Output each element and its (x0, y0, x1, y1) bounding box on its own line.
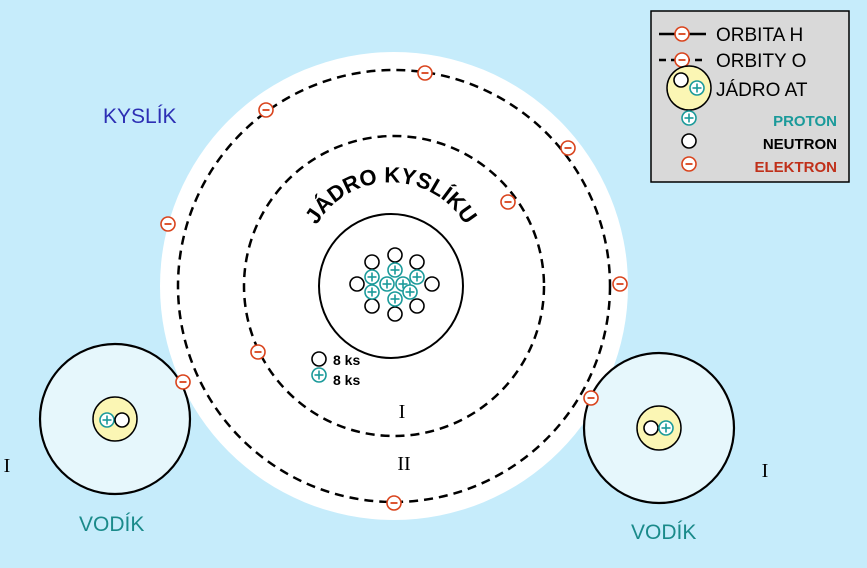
hydrogen-atom-left (38, 342, 192, 496)
oxygen-outer-orbit (176, 68, 612, 504)
legend-orbit-h: ORBITA H (716, 25, 803, 46)
nucleus-neutron (349, 276, 365, 292)
nucleus-proton (387, 291, 403, 307)
proton-count: 8 ks (333, 372, 360, 388)
legend-orbit-h-electron-icon (674, 26, 690, 42)
nucleus-proton (402, 284, 418, 300)
legend-orbit-o: ORBITY O (716, 51, 806, 72)
electron-icon (160, 216, 176, 232)
hydrogen-neutron-right (643, 420, 659, 436)
nucleus-proton (379, 276, 395, 292)
hydrogen-right-label: VODÍK (631, 521, 696, 544)
legend: ORBITA H ORBITY O JÁDRO AT PROTON NEUTRO… (650, 10, 850, 183)
electron-icon (258, 102, 274, 118)
legend-nucleus-neutron-icon (673, 72, 689, 88)
shell-label-inner: I (399, 401, 406, 423)
shell-label-outer: II (397, 453, 410, 475)
electron-icon (500, 194, 516, 210)
nucleus-neutron (409, 298, 425, 314)
nucleus-neutron (409, 254, 425, 270)
hydrogen-atom-right (582, 351, 736, 505)
nucleus-neutron (424, 276, 440, 292)
legend-neutron-icon (681, 133, 697, 149)
legend-electron: ELEKTRON (755, 159, 838, 176)
nucleus-proton (409, 269, 425, 285)
hydrogen-left-shell: I (4, 455, 11, 477)
oxygen-inner-orbit (242, 134, 546, 438)
nucleus-proton (364, 284, 380, 300)
hydrogen-proton-right (658, 420, 674, 436)
neutron-count: 8 ks (333, 352, 360, 368)
legend-nucleus-proton-icon (689, 80, 705, 96)
electron-icon (175, 374, 191, 390)
nucleus-neutron (387, 306, 403, 322)
electron-icon (583, 390, 599, 406)
hydrogen-left-label: VODÍK (79, 513, 144, 536)
hydrogen-right-shell: I (762, 460, 769, 482)
nucleus-neutron (364, 254, 380, 270)
electron-icon (417, 65, 433, 81)
electron-icon (386, 495, 402, 511)
oxygen-label: KYSLÍK (103, 105, 177, 128)
hydrogen-proton-left (99, 412, 115, 428)
nucleus-neutron (387, 247, 403, 263)
electron-icon (250, 344, 266, 360)
legend-neutron: NEUTRON (763, 136, 837, 153)
proton-count-icon (311, 367, 327, 383)
legend-proton: PROTON (773, 113, 837, 130)
electron-icon (612, 276, 628, 292)
electron-icon (560, 140, 576, 156)
neutron-count-icon (311, 351, 327, 367)
nucleus-neutron (364, 298, 380, 314)
legend-proton-icon (681, 110, 697, 126)
nucleus-proton (364, 269, 380, 285)
legend-electron-icon (681, 156, 697, 172)
legend-orbit-o-electron-icon (674, 52, 690, 68)
hydrogen-neutron-left (114, 412, 130, 428)
nucleus-proton (387, 262, 403, 278)
legend-nucleus: JÁDRO AT (716, 80, 808, 101)
